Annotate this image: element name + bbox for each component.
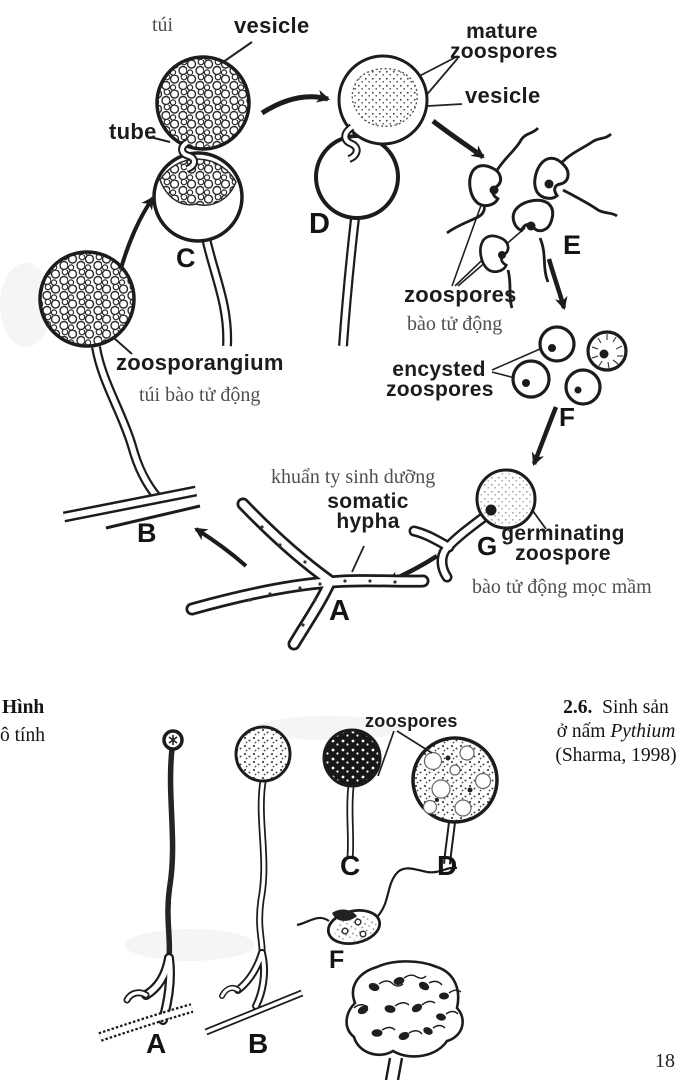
caption-right-line3: (Sharma, 1998): [555, 745, 677, 766]
label-zoosporangium-en: zoosporangium: [116, 350, 284, 375]
label-somatic-vn: khuẩn ty sinh dưỡng: [271, 466, 436, 488]
cycle-letter-d: D: [309, 208, 330, 240]
label-tui: túi: [152, 14, 174, 36]
cycle-zoospores-e: [446, 127, 618, 309]
stages-letter-f: F: [329, 946, 345, 974]
label-zoospores-vn: bào tử động: [407, 313, 503, 335]
label-pointer-lines: [105, 41, 547, 573]
label-vesicle-d: vesicle: [465, 83, 541, 108]
cycle-somatic-hypha-a: [185, 497, 430, 651]
stages-structure-c: [322, 728, 382, 859]
stages-zoospore-f: [296, 866, 458, 945]
cycle-arrows: [118, 89, 568, 585]
label-vesicle-c: vesicle: [234, 13, 310, 38]
cycle-letter-f: F: [559, 402, 575, 432]
stages-structure-d: [377, 730, 499, 865]
label-encysted-line1: encysted: [392, 358, 486, 381]
cycle-letter-e: E: [563, 230, 582, 260]
label-germinating-line2: zoospore: [515, 542, 611, 565]
cycle-structure-d: [314, 54, 429, 347]
label-zoospores-en: zoospores: [404, 282, 517, 307]
label-tube: tube: [109, 119, 157, 144]
label-encysted-line2: zoospores: [386, 378, 494, 401]
label-mature-line2: zoospores: [450, 40, 558, 63]
label-somatic-line2: hypha: [336, 510, 400, 533]
caption-right-line1: 2.6. Sinh sản: [550, 696, 682, 720]
caption-right: 2.6. Sinh sản ở nấm Pythium (Sharma, 199…: [550, 696, 682, 768]
page-number: 18: [655, 1050, 675, 1072]
caption-right-line2-prefix: ở nấm: [556, 721, 606, 742]
stages-letter-d: D: [437, 850, 458, 881]
label-germinating-line1: germinating: [501, 522, 625, 545]
cycle-structure-c: [152, 55, 251, 347]
stages-letter-c: C: [340, 850, 361, 881]
cycle-structure-b: [38, 250, 201, 530]
stages-letter-a: A: [146, 1028, 167, 1059]
label-mature-line1: mature: [466, 20, 538, 43]
caption-left-line2: ô tính: [0, 725, 45, 746]
label-zoosporangium-vn: túi bào tử động: [139, 384, 261, 406]
cycle-letter-a: A: [329, 595, 350, 627]
stages-letter-b: B: [248, 1028, 269, 1059]
label-germinating-zoospore: germinating zoospore: [496, 522, 630, 565]
caption-number: 2.6.: [563, 697, 593, 718]
stages-structure-a: [98, 729, 194, 1042]
scan-bleedthrough: [0, 263, 405, 961]
cycle-germinating-g: [408, 468, 537, 583]
label-germinating-vn: bào tử động mọc mầm: [472, 576, 652, 598]
stages-vesicle-sac: [345, 960, 464, 1080]
cycle-letter-c: C: [176, 243, 196, 273]
label-encysted-zoospores: encysted zoospores: [386, 358, 494, 401]
caption-right-line2: ở nấm Pythium: [550, 720, 682, 744]
caption-right-line1-text: Sinh sản: [602, 697, 669, 718]
label-somatic-hypha: somatic hypha: [322, 490, 414, 533]
label-mature-zoospores: mature zoospores: [450, 20, 558, 63]
cycle-letter-g: G: [477, 531, 498, 561]
cycle-encysted-f: [511, 325, 628, 406]
label-stages-zoospores: zoospores: [365, 711, 458, 731]
stages-structure-b: [204, 725, 304, 1036]
cycle-letter-b: B: [137, 518, 157, 548]
label-somatic-line1: somatic: [327, 490, 409, 513]
caption-left-line1: Hình: [2, 697, 45, 718]
caption-species-name: Pythium: [610, 721, 676, 742]
